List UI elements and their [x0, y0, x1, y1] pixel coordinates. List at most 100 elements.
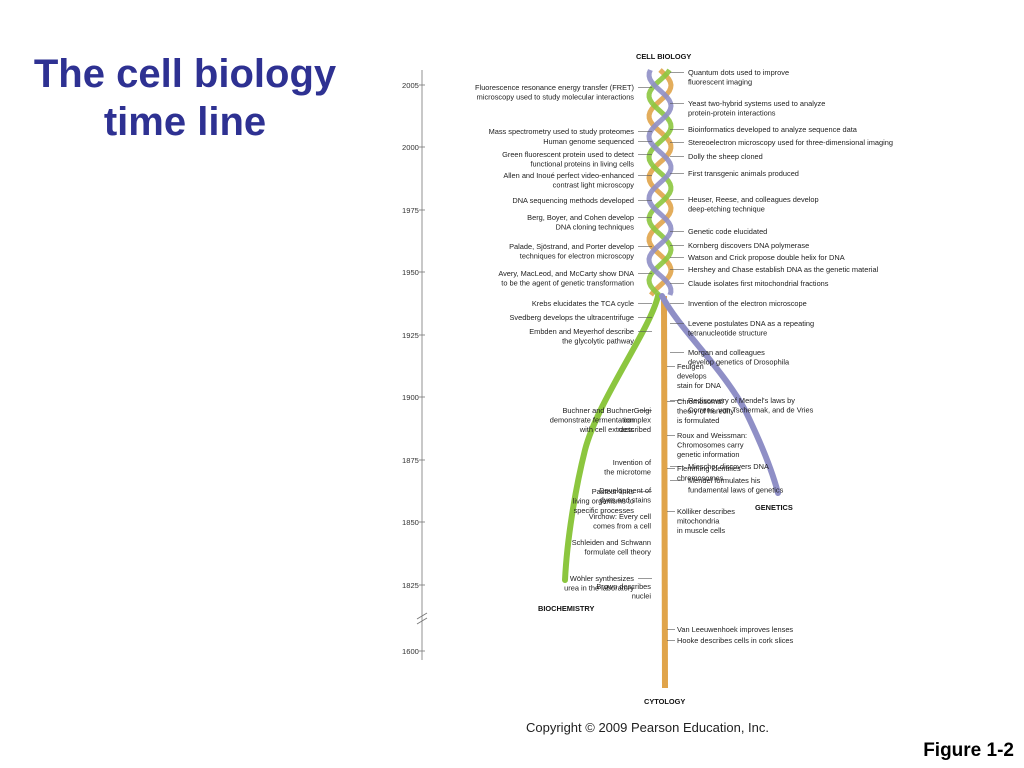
event-label: techniques for electron microscopy	[520, 252, 635, 261]
event-label: Genetic code elucidated	[688, 227, 767, 236]
event-label: specific processes	[574, 506, 635, 515]
event-label: is formulated	[677, 416, 719, 425]
event-labels: Fluorescence resonance energy transfer (…	[475, 68, 893, 645]
year-label: 1850	[402, 518, 419, 527]
event-label: First transgenic animals produced	[688, 169, 799, 178]
biochemistry-label: BIOCHEMISTRY	[538, 604, 594, 613]
cytology-label: CYTOLOGY	[644, 697, 685, 706]
event-label: Yeast two-hybrid systems used to analyze	[688, 99, 825, 108]
year-label: 1900	[402, 393, 419, 402]
helix-strands	[562, 68, 781, 689]
event-label: Stereoelectron microscopy used for three…	[688, 138, 893, 147]
event-label: Development of	[599, 486, 652, 495]
event-label: Dolly the sheep cloned	[688, 152, 763, 161]
event-label: genetic information	[677, 450, 739, 459]
event-label: Watson and Crick propose double helix fo…	[688, 253, 845, 262]
event-label: Flemming identifies	[677, 464, 741, 473]
genetics-strand	[659, 293, 781, 496]
slide-title: The cell biology time line	[20, 50, 350, 146]
event-label: Claude isolates first mitochondrial frac…	[688, 279, 829, 288]
year-label: 1950	[402, 268, 419, 277]
event-label: functional proteins in living cells	[530, 160, 634, 169]
event-label: stain for DNA	[677, 381, 721, 390]
event-label: fundamental laws of genetics	[688, 486, 784, 495]
year-label: 1825	[402, 581, 419, 590]
event-label: with cell extracts	[579, 425, 635, 434]
event-label: Svedberg develops the ultracentrifuge	[510, 313, 635, 322]
event-label: demonstrate fermentation	[550, 416, 634, 425]
event-label: Avery, MacLeod, and McCarty show DNA	[498, 269, 634, 278]
event-label: Van Leeuwenhoek improves lenses	[677, 625, 793, 634]
event-label: Palade, Sjöstrand, and Porter develop	[509, 242, 634, 251]
event-label: Levene postulates DNA as a repeating	[688, 319, 814, 328]
event-label: Correns, von Tschermak, and de Vries	[688, 406, 814, 415]
event-label: Krebs elucidates the TCA cycle	[532, 299, 634, 308]
year-label: 2005	[402, 81, 419, 90]
event-label: formulate cell theory	[584, 548, 651, 557]
event-label: Feulgen	[677, 362, 704, 371]
event-label: described	[619, 425, 651, 434]
event-label: Kornberg discovers DNA polymerase	[688, 241, 809, 250]
event-label: Heuser, Reese, and colleagues develop	[688, 195, 819, 204]
title-line-2: time line	[103, 100, 267, 144]
event-label: Mendel formulates his	[688, 476, 761, 485]
genetics-label: GENETICS	[755, 503, 793, 512]
event-label: Embden and Meyerhof describe	[529, 327, 634, 336]
event-label: living organisms to	[573, 497, 634, 506]
event-label: to be the agent of genetic transformatio…	[501, 279, 634, 288]
event-label: dyes and stains	[600, 496, 652, 505]
event-label: Morgan and colleagues	[688, 348, 765, 357]
event-label: protein-protein interactions	[688, 109, 776, 118]
event-label: Invention of	[613, 458, 652, 467]
event-label: urea in the laboratory	[564, 584, 634, 593]
event-label: DNA sequencing methods developed	[512, 196, 634, 205]
event-label: Fluorescence resonance energy transfer (…	[475, 83, 634, 92]
event-label: deep-etching technique	[688, 205, 765, 214]
event-label: the microtome	[604, 468, 651, 477]
leader-lines	[638, 72, 684, 641]
title-line-1: The cell biology	[33, 52, 337, 96]
event-label: Kölliker describes	[677, 507, 735, 516]
event-label: Quantum dots used to improve	[688, 68, 789, 77]
event-label: Hershey and Chase establish DNA as the g…	[688, 265, 879, 274]
event-label: Pasteur links	[592, 487, 635, 496]
cell-biology-label: CELL BIOLOGY	[636, 52, 691, 61]
event-label: Rediscovery of Mendel's laws by	[688, 396, 795, 405]
biochemistry-strand	[562, 293, 661, 583]
event-label: comes from a cell	[593, 522, 651, 531]
year-label: 2000	[402, 143, 419, 152]
copyright-notice: Copyright © 2009 Pearson Education, Inc.	[526, 720, 770, 735]
event-label: develops	[677, 372, 707, 381]
event-label: Chromosomal	[677, 397, 723, 406]
event-label: Human genome sequenced	[543, 137, 634, 146]
event-label: Buchner and Buchner	[563, 406, 635, 415]
figure-label: Figure 1-2	[923, 740, 1014, 761]
year-label: 1925	[402, 331, 419, 340]
event-label: Allen and Inoué perfect video-enhanced	[503, 171, 634, 180]
event-label: Chromosomes carry	[677, 441, 744, 450]
event-label: Invention of the electron microscope	[688, 299, 807, 308]
event-label: fluorescent imaging	[688, 78, 752, 87]
axis-break	[416, 612, 428, 625]
event-label: Hooke describes cells in cork slices	[677, 636, 794, 645]
event-label: nuclei	[632, 592, 652, 601]
event-label: Berg, Boyer, and Cohen develop	[527, 213, 634, 222]
event-label: microscopy used to study molecular inter…	[477, 93, 635, 102]
genetics-helix-strand	[646, 69, 674, 296]
event-label: DNA cloning techniques	[556, 223, 635, 232]
event-label: mitochondria	[677, 517, 720, 526]
event-label: Bioinformatics developed to analyze sequ…	[688, 125, 858, 134]
biochemistry-helix-strand	[646, 68, 674, 297]
event-label: Virchow: Every cell	[589, 512, 652, 521]
event-label: Mass spectrometry used to study proteome…	[489, 127, 635, 136]
event-label: Wöhler synthesizes	[570, 574, 634, 583]
event-label: chromosomes	[677, 474, 724, 483]
event-label: theory of heredity	[677, 407, 734, 416]
event-label: Roux and Weissman:	[677, 431, 747, 440]
cytology-strand	[661, 295, 668, 689]
event-label: Schleiden and Schwann	[572, 538, 651, 547]
event-label: tetranucleotide structure	[688, 329, 767, 338]
event-label: Green fluorescent protein used to detect	[502, 150, 634, 159]
event-label: Miescher discovers DNA	[688, 462, 769, 471]
